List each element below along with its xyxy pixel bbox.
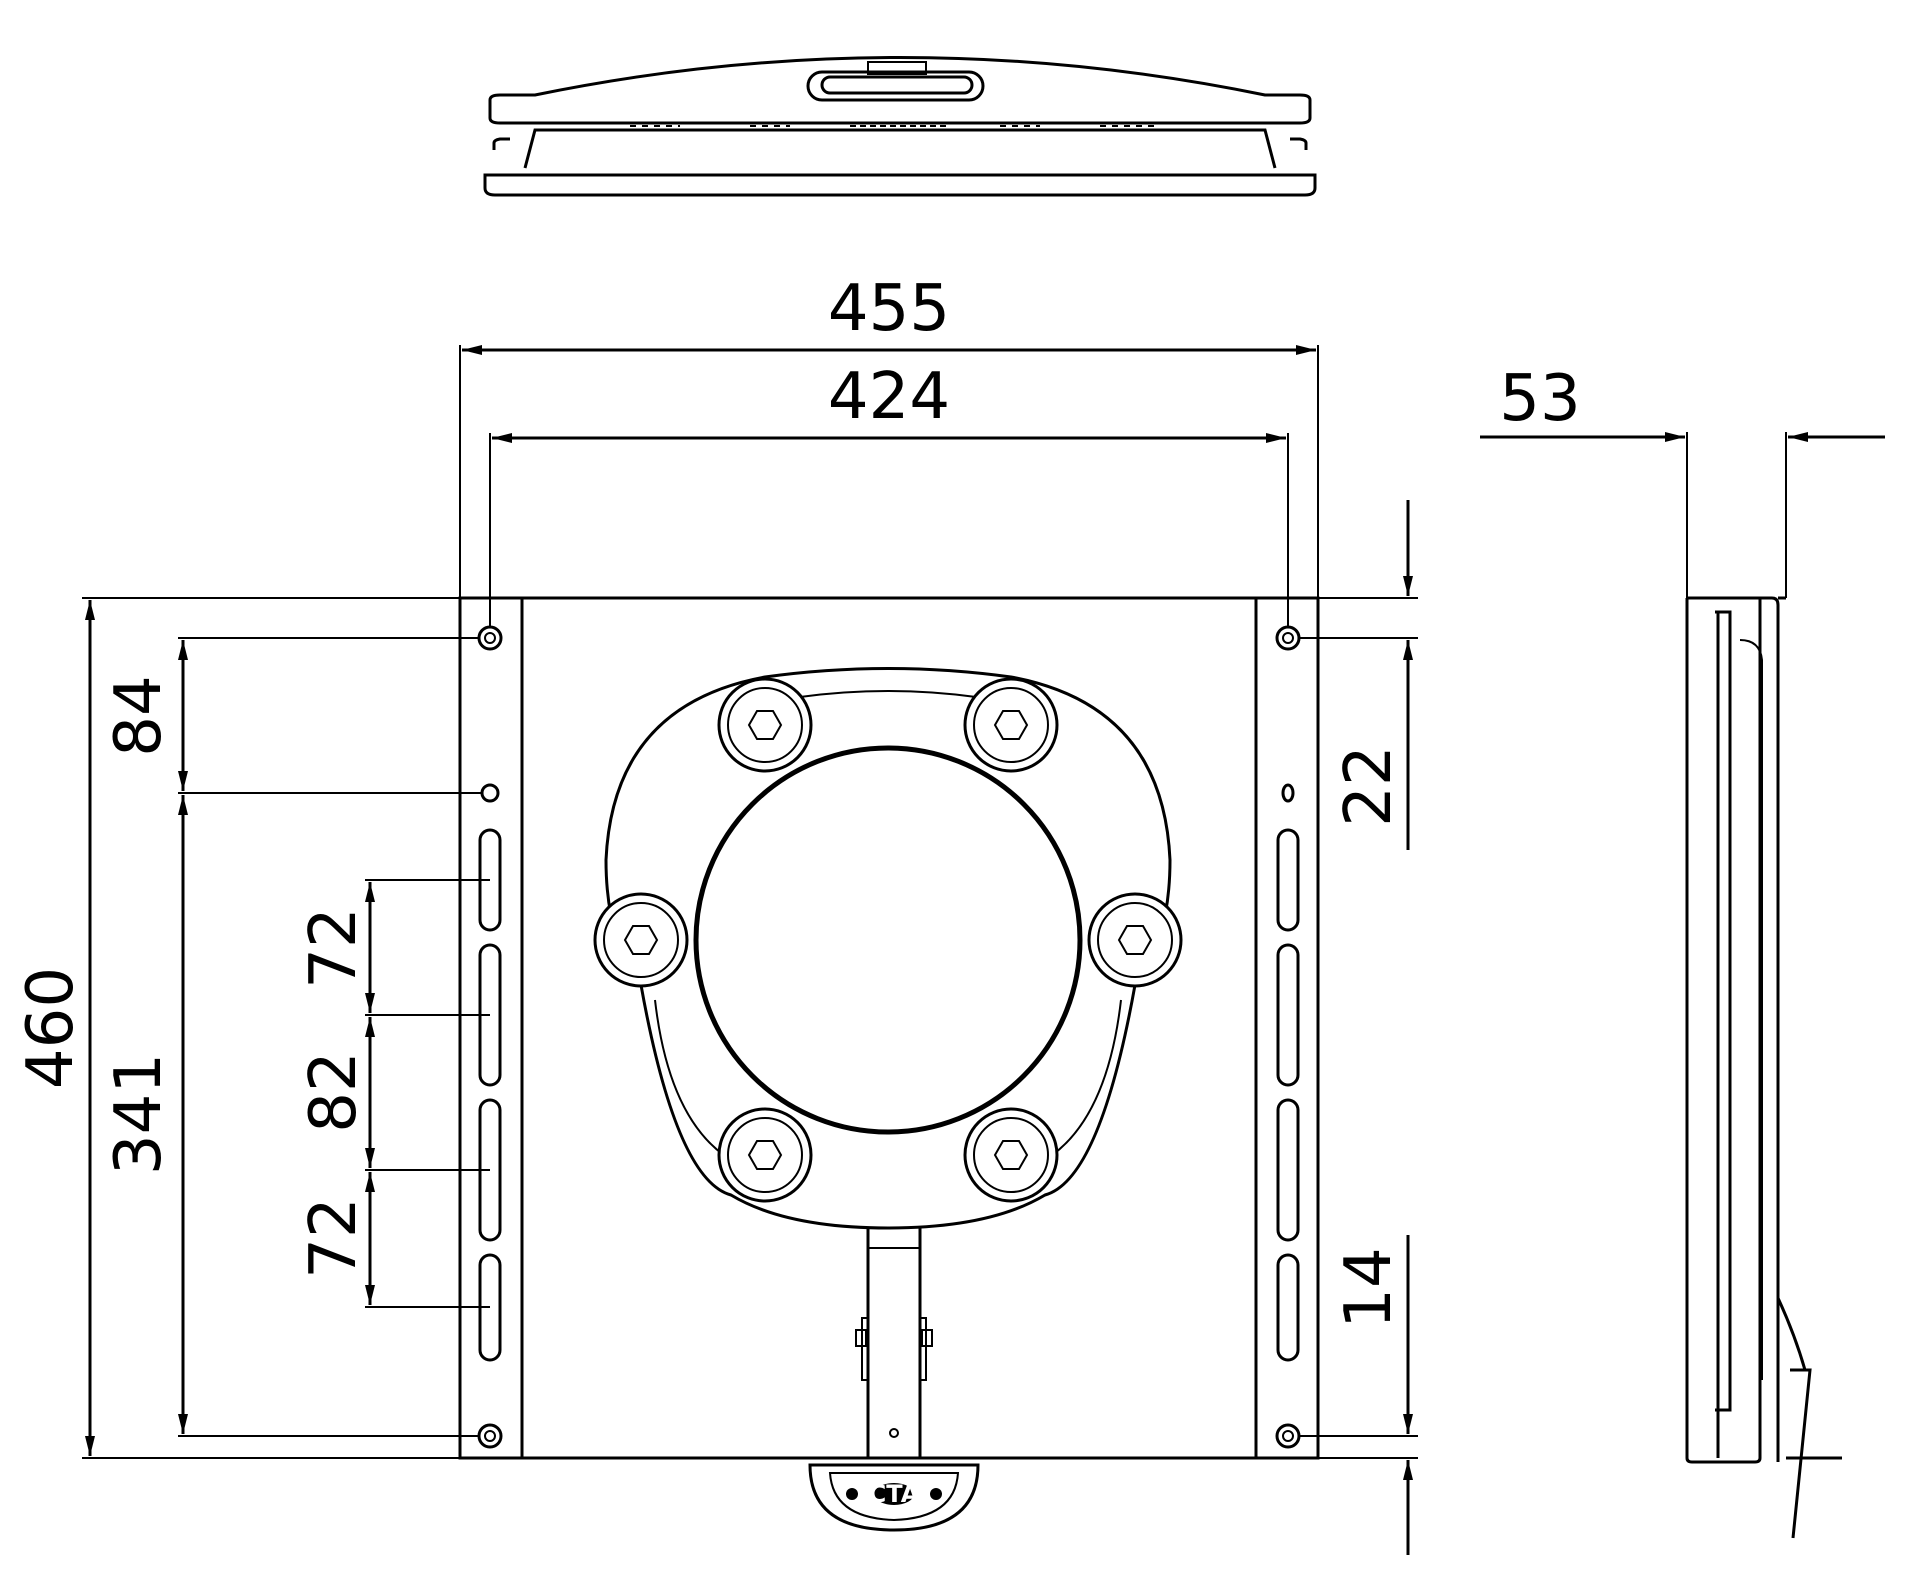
hex-bolts (593, 677, 1183, 1203)
dim-label-53: 53 (1499, 362, 1580, 436)
dim-top-margin: 22 (1299, 500, 1418, 850)
slots-right (1276, 828, 1300, 1362)
dim-label-341: 341 (102, 1053, 176, 1175)
slots-left (478, 828, 502, 1362)
release-handle: CTA (808, 1463, 980, 1532)
dim-top-hole-offset: 84 (102, 637, 482, 794)
dim-label-424: 424 (828, 360, 950, 434)
swivel-ring (593, 667, 1183, 1230)
dim-bottom-margin: 14 (1299, 1235, 1418, 1555)
locking-bar (855, 1228, 933, 1458)
dim-label-72-lower: 72 (297, 1197, 371, 1278)
side-view (1685, 596, 1842, 1539)
dim-label-14: 14 (1332, 1247, 1406, 1328)
logo-text: CTA (869, 1480, 920, 1508)
dim-label-84: 84 (102, 675, 176, 756)
dim-overall-height: 460 (14, 597, 460, 1459)
dim-hole-span: 341 (102, 795, 479, 1437)
dim-overall-width: 455 (459, 272, 1319, 598)
dim-label-460: 460 (14, 967, 88, 1089)
dimensions: 455 424 53 460 84 (14, 272, 1885, 1555)
front-view: CTA (458, 596, 1320, 1532)
dim-hole-spacing: 424 (489, 360, 1289, 627)
dim-label-455: 455 (828, 272, 950, 346)
top-view (483, 56, 1317, 197)
dim-label-22: 22 (1332, 745, 1406, 826)
dim-slot-spacing: 72 82 72 (297, 879, 490, 1308)
dim-label-82: 82 (297, 1051, 371, 1132)
dim-label-72-upper: 72 (297, 907, 371, 988)
dim-depth: 53 (1480, 362, 1885, 598)
